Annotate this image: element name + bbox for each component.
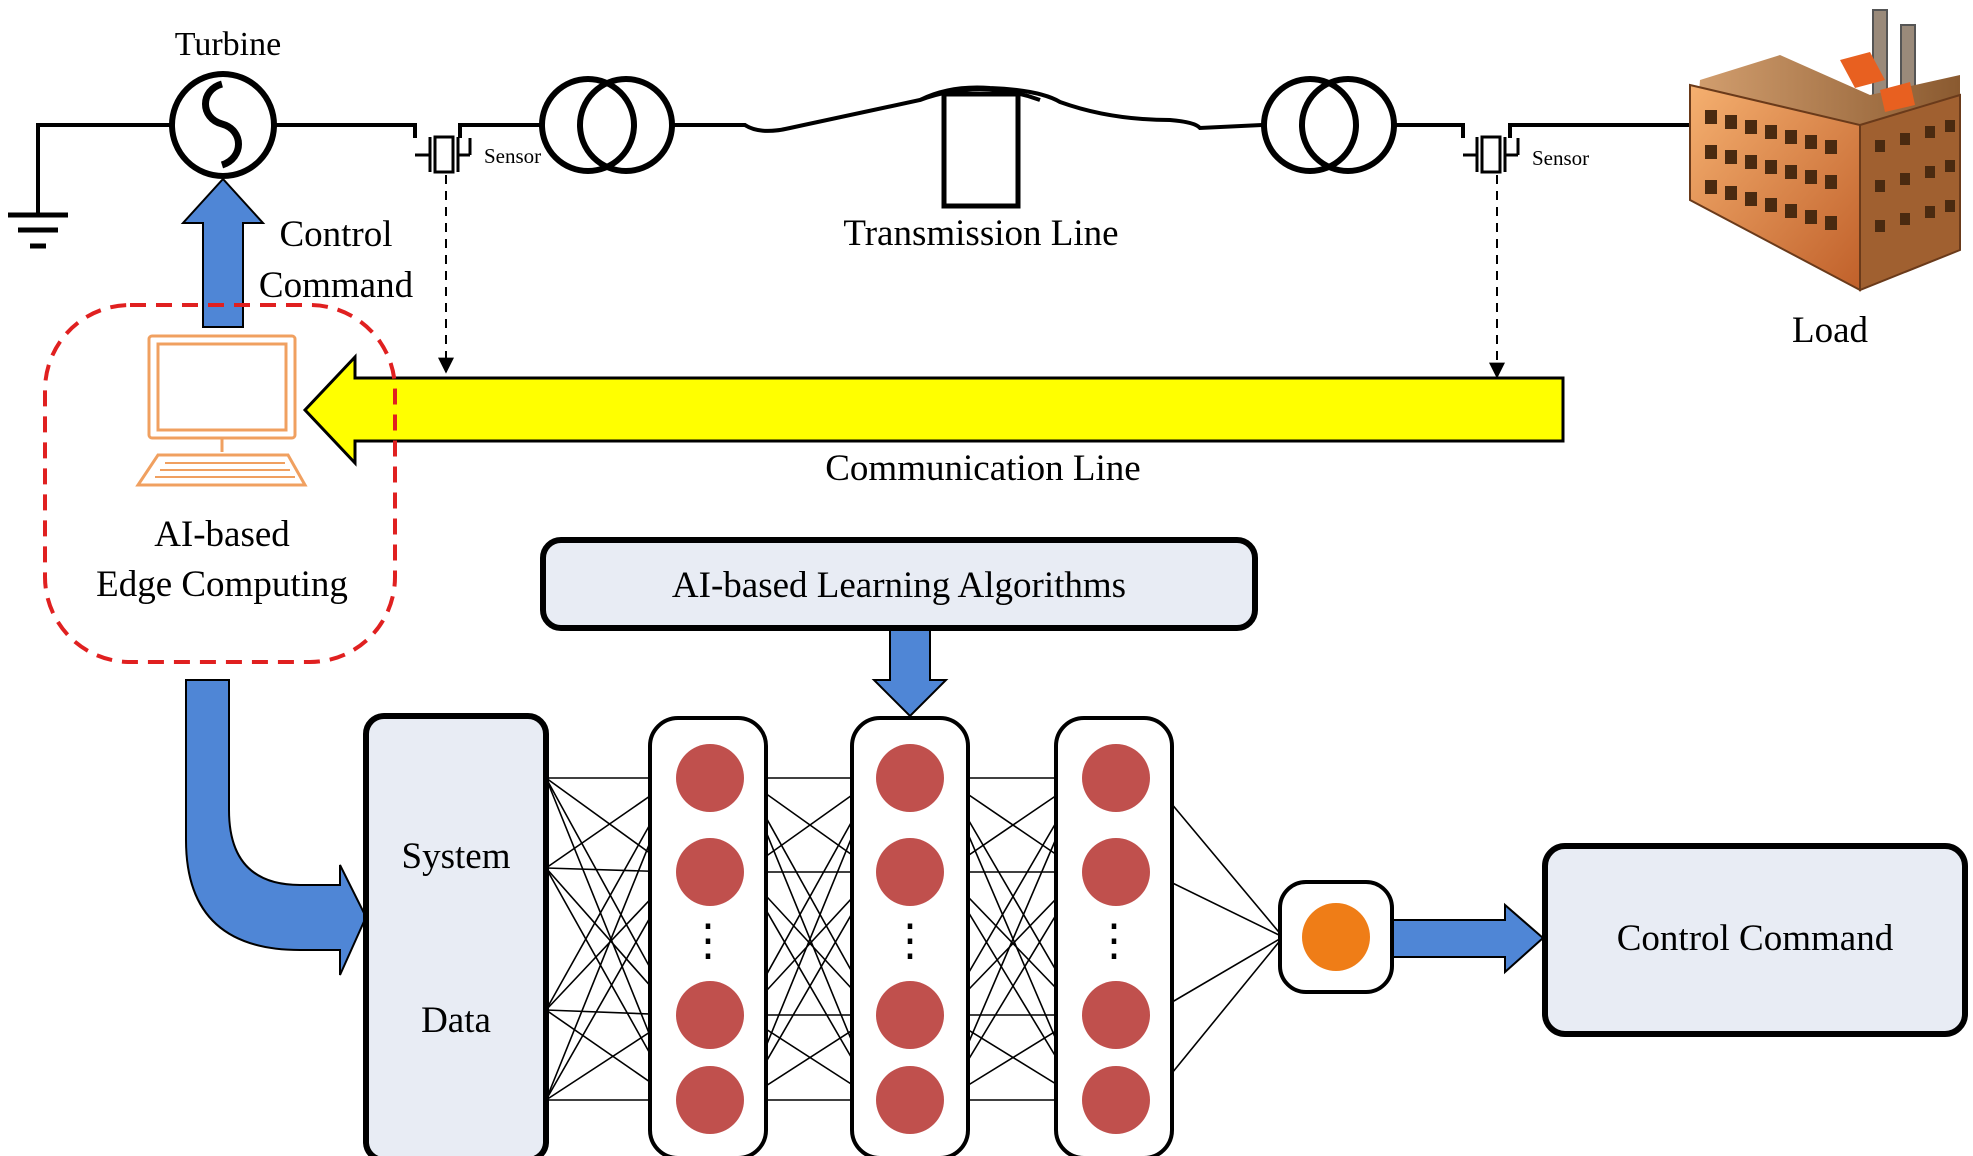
laptop-icon — [135, 334, 308, 487]
transformer-icon — [539, 76, 675, 174]
hidden-layer-3 — [1054, 716, 1174, 1156]
output-arrow — [1392, 902, 1545, 975]
nn-nodes — [676, 744, 1150, 1134]
sensor-signal-lines — [438, 175, 1505, 379]
transmission-line-element — [941, 91, 1021, 209]
control-command-label-line1: Control — [279, 214, 392, 255]
neuron-l2-n3 — [876, 981, 944, 1049]
transmission-line-label: Transmission Line — [843, 213, 1118, 254]
communication-line-arrow — [302, 353, 1565, 467]
learning-algorithms-box — [540, 537, 1258, 631]
load-label: Load — [1792, 310, 1869, 351]
system-data-box — [363, 713, 549, 1156]
control-command-output-label: Control Command — [1617, 918, 1894, 959]
neuron-l1-n1 — [676, 744, 744, 812]
turbine-icon — [169, 71, 277, 179]
neuron-l3-n2 — [1082, 838, 1150, 906]
edge-computing-label-line2: Edge Computing — [96, 564, 348, 605]
sensor-icon — [415, 135, 472, 174]
control-command-label-line2: Command — [259, 265, 414, 306]
neuron-l2-n2 — [876, 838, 944, 906]
factory-icon — [1689, 9, 1961, 292]
learning-algorithms-label: AI-based Learning Algorithms — [672, 565, 1126, 606]
turbine-label: Turbine — [175, 26, 281, 63]
neuron-l1-n2 — [676, 838, 744, 906]
control-command-arrow — [180, 177, 266, 328]
sensor-right-label: Sensor — [1532, 146, 1589, 170]
sensor-icon — [1463, 135, 1520, 174]
system-data-label-line2: Data — [421, 1000, 491, 1041]
system-data-label-line1: System — [402, 836, 511, 877]
layer1-ellipsis: ⋮ — [686, 916, 730, 965]
power-line — [36, 85, 1716, 215]
neuron-l2-n1 — [876, 744, 944, 812]
layer3-ellipsis: ⋮ — [1092, 916, 1136, 965]
edge-computing-region — [43, 303, 397, 664]
edge-computing-label-line1: AI-based — [154, 514, 290, 555]
neuron-l1-n4 — [676, 1066, 744, 1134]
communication-line-label: Communication Line — [825, 448, 1140, 489]
neuron-l3-n1 — [1082, 744, 1150, 812]
neuron-l2-n4 — [876, 1066, 944, 1134]
neuron-l1-n3 — [676, 981, 744, 1049]
ground-icon — [8, 212, 68, 249]
transformer-icon — [1261, 76, 1397, 174]
algorithms-down-arrow — [871, 629, 949, 718]
hidden-layer-1 — [648, 716, 768, 1156]
layer2-ellipsis: ⋮ — [888, 916, 932, 965]
output-node — [1302, 903, 1370, 971]
neuron-l3-n3 — [1082, 981, 1150, 1049]
edge-to-data-arrow — [185, 679, 368, 976]
sensor-left-label: Sensor — [484, 144, 541, 168]
hidden-layer-2 — [850, 716, 970, 1156]
neuron-l3-n4 — [1082, 1066, 1150, 1134]
control-command-box — [1542, 843, 1968, 1037]
